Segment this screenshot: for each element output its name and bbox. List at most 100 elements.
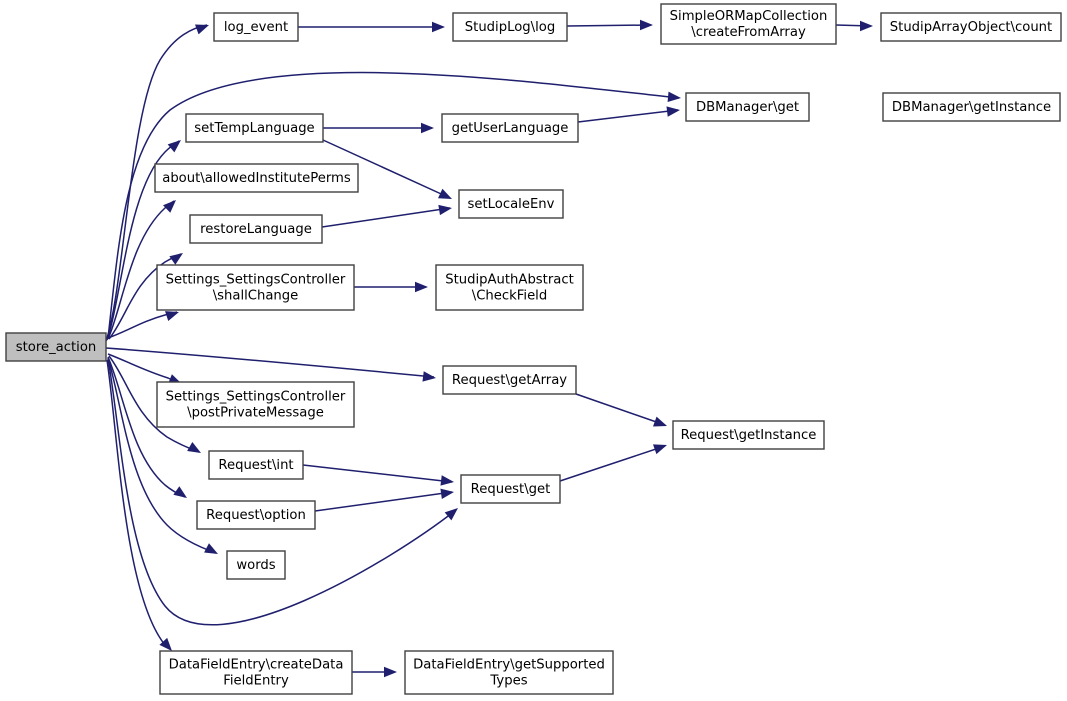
- call-edge-store_action-to-request_int: [108, 355, 201, 453]
- node-label-studipauth_check: \CheckField: [472, 289, 547, 304]
- node-label-request_getarray: Request\getArray: [452, 373, 567, 388]
- nodes-layer: store_action log_event StudipLog\log Simple…: [5, 3, 1062, 695]
- node-getuserlanguage[interactable]: getUserLanguage: [441, 113, 579, 143]
- node-label-settings_shallchange: \shallChange: [213, 289, 299, 304]
- node-label-dfe_create: FieldEntry: [223, 674, 289, 689]
- call-edge-log_event-to-studiplog_log: [298, 21, 445, 33]
- node-label-dfe_supported: Types: [489, 674, 527, 689]
- node-request_getinstance[interactable]: Request\getInstance: [672, 420, 825, 450]
- node-words[interactable]: words: [226, 550, 286, 580]
- call-edge-store_action-to-dfe_create: [106, 359, 172, 651]
- node-box-request_getinstance[interactable]: [672, 420, 825, 450]
- node-label-setlocaleenv: setLocaleEnv: [468, 197, 555, 212]
- call-edge-store_action-to-settings_shallchange: [107, 311, 179, 339]
- node-settings_postprivate[interactable]: Settings_SettingsController\postPrivateM…: [156, 381, 355, 428]
- node-box-settemplanguage[interactable]: [185, 113, 324, 143]
- call-edge-store_action-to-log_event: [105, 24, 209, 342]
- node-box-getuserlanguage[interactable]: [441, 113, 579, 143]
- node-dbmanager_get[interactable]: DBManager\get: [685, 92, 810, 122]
- node-box-simpleormap_create[interactable]: [660, 3, 837, 45]
- node-label-about_allowed: about\allowedInstitutePerms: [162, 171, 351, 186]
- node-request_int[interactable]: Request\int: [208, 450, 304, 480]
- node-box-dbmanager_getinst[interactable]: [882, 92, 1061, 122]
- node-box-restorelanguage[interactable]: [189, 214, 323, 244]
- call-edge-settings_shallchange-to-studipauth_check: [354, 281, 428, 293]
- node-label-dfe_supported: DataFieldEntry\getSupported: [413, 658, 605, 673]
- node-label-studiplog_log: StudipLog\log: [465, 20, 555, 35]
- node-label-request_int: Request\int: [218, 458, 293, 473]
- node-label-restorelanguage: restoreLanguage: [200, 222, 312, 237]
- call-edge-store_action-to-words: [107, 357, 218, 554]
- node-box-setlocaleenv[interactable]: [458, 189, 564, 219]
- node-label-dfe_create: DataFieldEntry\createData: [169, 658, 344, 673]
- call-edge-request_getarray-to-request_getinstance: [575, 393, 667, 427]
- node-label-settings_shallchange: Settings_SettingsController: [166, 273, 346, 288]
- node-box-store_action[interactable]: [5, 332, 107, 362]
- call-edge-store_action-to-request_getarray: [105, 347, 436, 382]
- node-box-words[interactable]: [226, 550, 286, 580]
- node-box-about_allowed[interactable]: [154, 163, 359, 193]
- call-edge-studiplog_log-to-simpleormap_create: [566, 19, 653, 31]
- call-edge-request_get-to-request_getinstance: [559, 444, 667, 482]
- node-request_get[interactable]: Request\get: [460, 474, 561, 504]
- node-label-request_getinstance: Request\getInstance: [681, 428, 817, 443]
- call-edge-store_action-to-settemplanguage: [106, 140, 181, 341]
- node-box-request_option[interactable]: [196, 500, 316, 530]
- call-edge-store_action-to-request_option: [107, 356, 187, 498]
- node-settings_shallchange[interactable]: Settings_SettingsController\shallChange: [156, 264, 355, 311]
- call-edge-store_action-to-dbmanager_get: [107, 71, 681, 339]
- node-log_event[interactable]: log_event: [213, 12, 299, 42]
- node-restorelanguage[interactable]: restoreLanguage: [189, 214, 323, 244]
- node-label-studipauth_check: StudipAuthAbstract: [445, 273, 574, 288]
- node-label-log_event: log_event: [224, 20, 288, 35]
- call-edge-store_action-to-about_allowed: [107, 200, 176, 340]
- node-box-studiparray_count[interactable]: [880, 12, 1062, 42]
- call-edge-request_int-to-request_get: [302, 464, 454, 486]
- node-label-simpleormap_create: SimpleORMapCollection: [670, 9, 828, 24]
- node-box-settings_postprivate[interactable]: [156, 381, 355, 428]
- call-edge-simpleormap_create-to-studiparray_count: [835, 20, 873, 32]
- node-studiparray_count[interactable]: StudipArrayObject\count: [880, 12, 1062, 42]
- node-label-getuserlanguage: getUserLanguage: [452, 121, 569, 136]
- node-request_getarray[interactable]: Request\getArray: [442, 365, 577, 395]
- call-edge-request_option-to-request_get: [314, 488, 454, 512]
- node-label-settings_postprivate: \postPrivateMessage: [187, 406, 324, 421]
- node-dbmanager_getinst[interactable]: DBManager\getInstance: [882, 92, 1061, 122]
- node-about_allowed[interactable]: about\allowedInstitutePerms: [154, 163, 359, 193]
- node-settemplanguage[interactable]: setTempLanguage: [185, 113, 324, 143]
- node-store_action[interactable]: store_action: [5, 332, 107, 362]
- node-box-request_get[interactable]: [460, 474, 561, 504]
- node-label-request_option: Request\option: [206, 508, 306, 523]
- node-box-studipauth_check[interactable]: [435, 264, 584, 311]
- node-label-settemplanguage: setTempLanguage: [194, 121, 314, 136]
- call-edge-dfe_create-to-dfe_supported: [352, 666, 397, 678]
- node-box-dbmanager_get[interactable]: [685, 92, 810, 122]
- call-edge-getuserlanguage-to-dbmanager_get: [577, 106, 680, 123]
- node-box-dfe_supported[interactable]: [404, 650, 614, 695]
- node-box-settings_shallchange[interactable]: [156, 264, 355, 311]
- node-studipauth_check[interactable]: StudipAuthAbstract\CheckField: [435, 264, 584, 311]
- node-simpleormap_create[interactable]: SimpleORMapCollection\createFromArray: [660, 3, 837, 45]
- node-request_option[interactable]: Request\option: [196, 500, 316, 530]
- node-label-words: words: [236, 558, 275, 573]
- call-edge-restorelanguage-to-setlocaleenv: [321, 204, 452, 228]
- node-label-request_get: Request\get: [471, 482, 551, 497]
- node-box-dfe_create[interactable]: [159, 650, 353, 695]
- node-label-simpleormap_create: \createFromArray: [691, 25, 806, 40]
- node-label-store_action: store_action: [16, 340, 97, 355]
- edges-layer: [105, 19, 873, 678]
- node-setlocaleenv[interactable]: setLocaleEnv: [458, 189, 564, 219]
- node-box-request_int[interactable]: [208, 450, 304, 480]
- node-label-settings_postprivate: Settings_SettingsController: [166, 390, 346, 405]
- node-box-log_event[interactable]: [213, 12, 299, 42]
- node-label-dbmanager_getinst: DBManager\getInstance: [892, 100, 1051, 115]
- call-edge-store_action-to-request_get: [107, 358, 458, 626]
- node-box-request_getarray[interactable]: [442, 365, 577, 395]
- node-box-studiplog_log[interactable]: [452, 12, 568, 42]
- node-studiplog_log[interactable]: StudipLog\log: [452, 12, 568, 42]
- node-label-studiparray_count: StudipArrayObject\count: [890, 20, 1052, 35]
